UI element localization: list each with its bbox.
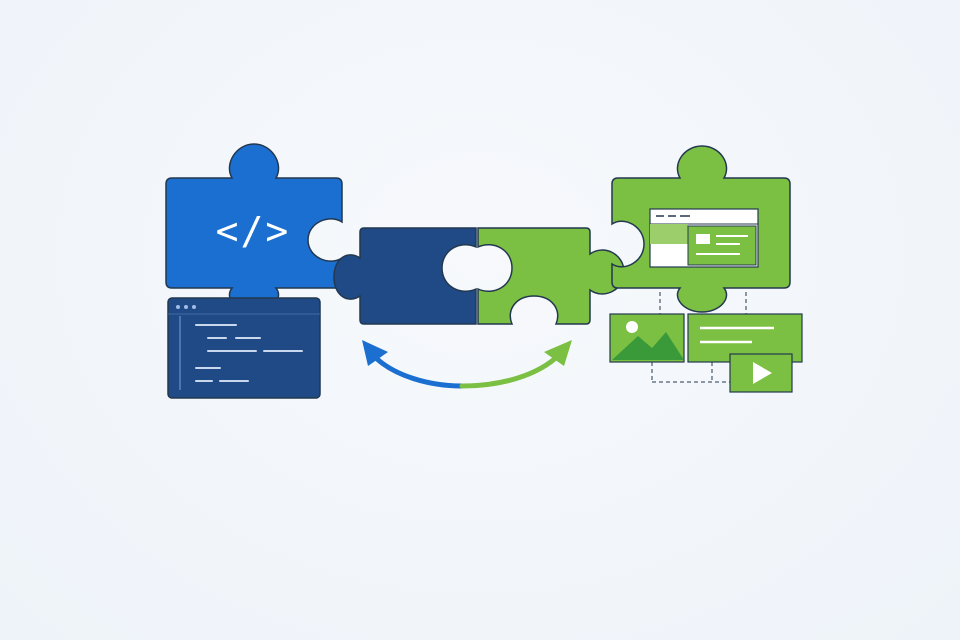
play-triangle: [753, 362, 772, 384]
code-editor-frame: [167, 297, 321, 399]
code-puzzle-piece: </>: [165, 143, 343, 313]
image-mountains: [612, 332, 684, 360]
bidirectional-arrows-icon: [362, 340, 572, 389]
layout-sidebar-block: [650, 224, 688, 244]
web-layout-icon: [649, 208, 759, 268]
code-lines: [195, 324, 303, 382]
play-video-icon: [729, 353, 793, 393]
code-editor-window-icon: [167, 297, 321, 399]
blue-arrow: [369, 351, 465, 389]
center-left-puzzle-piece: [333, 227, 477, 325]
code-brackets-icon: </>: [216, 209, 291, 253]
green-arrowhead: [544, 340, 572, 366]
image-sun: [626, 321, 638, 333]
center-right-puzzle-piece: [477, 227, 625, 325]
blue-arrowhead: [362, 340, 388, 366]
layout-content-panel: [687, 225, 757, 266]
editor-window-dot: [176, 305, 180, 309]
green-arrow: [459, 351, 563, 389]
layout-puzzle-piece: [611, 145, 791, 313]
editor-window-dot: [184, 305, 188, 309]
image-landscape-icon: [609, 313, 685, 363]
layout-thumbnail: [696, 234, 710, 244]
editor-window-dot: [192, 305, 196, 309]
dashed-connectors: [651, 292, 747, 383]
